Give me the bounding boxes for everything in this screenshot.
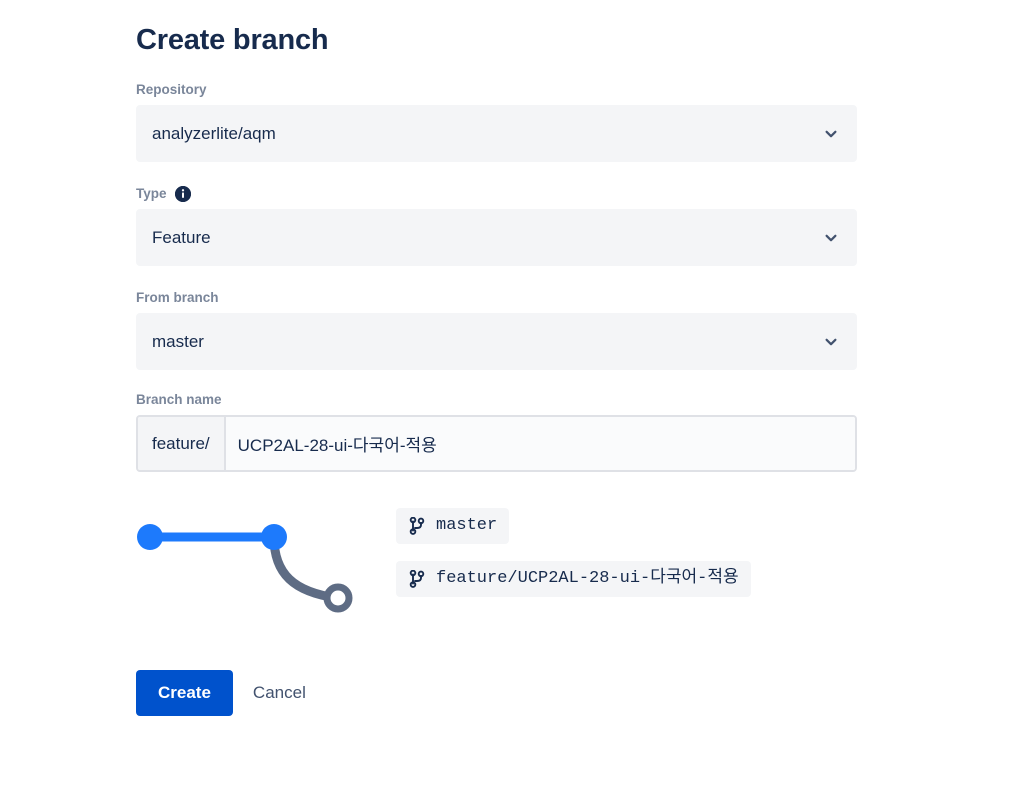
form-actions: Create Cancel bbox=[136, 670, 857, 716]
repository-select[interactable]: analyzerlite/aqm bbox=[136, 105, 857, 162]
branch-chip-master: master bbox=[396, 508, 510, 544]
branch-name-prefix: feature/ bbox=[138, 417, 226, 470]
chevron-down-icon bbox=[821, 228, 841, 248]
branch-name-input-row: feature/ bbox=[136, 415, 857, 472]
from-branch-label-row: From branch bbox=[136, 290, 857, 306]
type-field-group: Type Feature bbox=[136, 186, 857, 266]
type-label-row: Type bbox=[136, 186, 857, 202]
from-branch-label: From branch bbox=[136, 290, 219, 305]
spacer bbox=[136, 370, 857, 392]
chevron-down-icon bbox=[821, 332, 841, 352]
type-label: Type bbox=[136, 186, 167, 201]
repository-field-group: Repository analyzerlite/aqm bbox=[136, 82, 857, 162]
branch-name-label-row: Branch name bbox=[136, 392, 857, 408]
spacer bbox=[136, 266, 857, 290]
branch-chip-master-label: master bbox=[436, 516, 498, 535]
cancel-button[interactable]: Cancel bbox=[243, 670, 316, 716]
create-button[interactable]: Create bbox=[136, 670, 233, 716]
git-branch-icon bbox=[408, 516, 426, 536]
repository-label-row: Repository bbox=[136, 82, 857, 98]
type-value: Feature bbox=[152, 227, 211, 247]
chip-row-source: master bbox=[396, 508, 751, 544]
repository-value: analyzerlite/aqm bbox=[152, 123, 276, 143]
branch-chip-new-label: feature/UCP2AL-28-ui-다국어-적용 bbox=[436, 569, 739, 588]
page-title: Create branch bbox=[136, 24, 329, 56]
create-branch-form: Create branch Repository analyzerlite/aq… bbox=[136, 22, 857, 716]
info-icon[interactable] bbox=[174, 186, 191, 202]
branch-graph-section: master bbox=[136, 508, 857, 633]
from-branch-field-group: From branch master bbox=[136, 290, 857, 370]
spacer bbox=[136, 58, 857, 82]
branch-name-label: Branch name bbox=[136, 392, 222, 407]
branch-graph-diagram bbox=[137, 524, 353, 613]
type-select[interactable]: Feature bbox=[136, 209, 857, 266]
git-branch-icon bbox=[408, 569, 426, 589]
repository-label: Repository bbox=[136, 82, 207, 97]
branch-name-input[interactable] bbox=[225, 417, 855, 470]
branch-chip-new: feature/UCP2AL-28-ui-다국어-적용 bbox=[396, 561, 751, 597]
chevron-down-icon bbox=[821, 124, 841, 144]
branch-name-field-group: Branch name feature/ bbox=[136, 392, 857, 472]
spacer bbox=[136, 162, 857, 186]
from-branch-select[interactable]: master bbox=[136, 313, 857, 370]
from-branch-value: master bbox=[152, 331, 204, 351]
chip-row-target: feature/UCP2AL-28-ui-다국어-적용 bbox=[396, 561, 751, 597]
branch-chip-list: master bbox=[396, 508, 751, 597]
